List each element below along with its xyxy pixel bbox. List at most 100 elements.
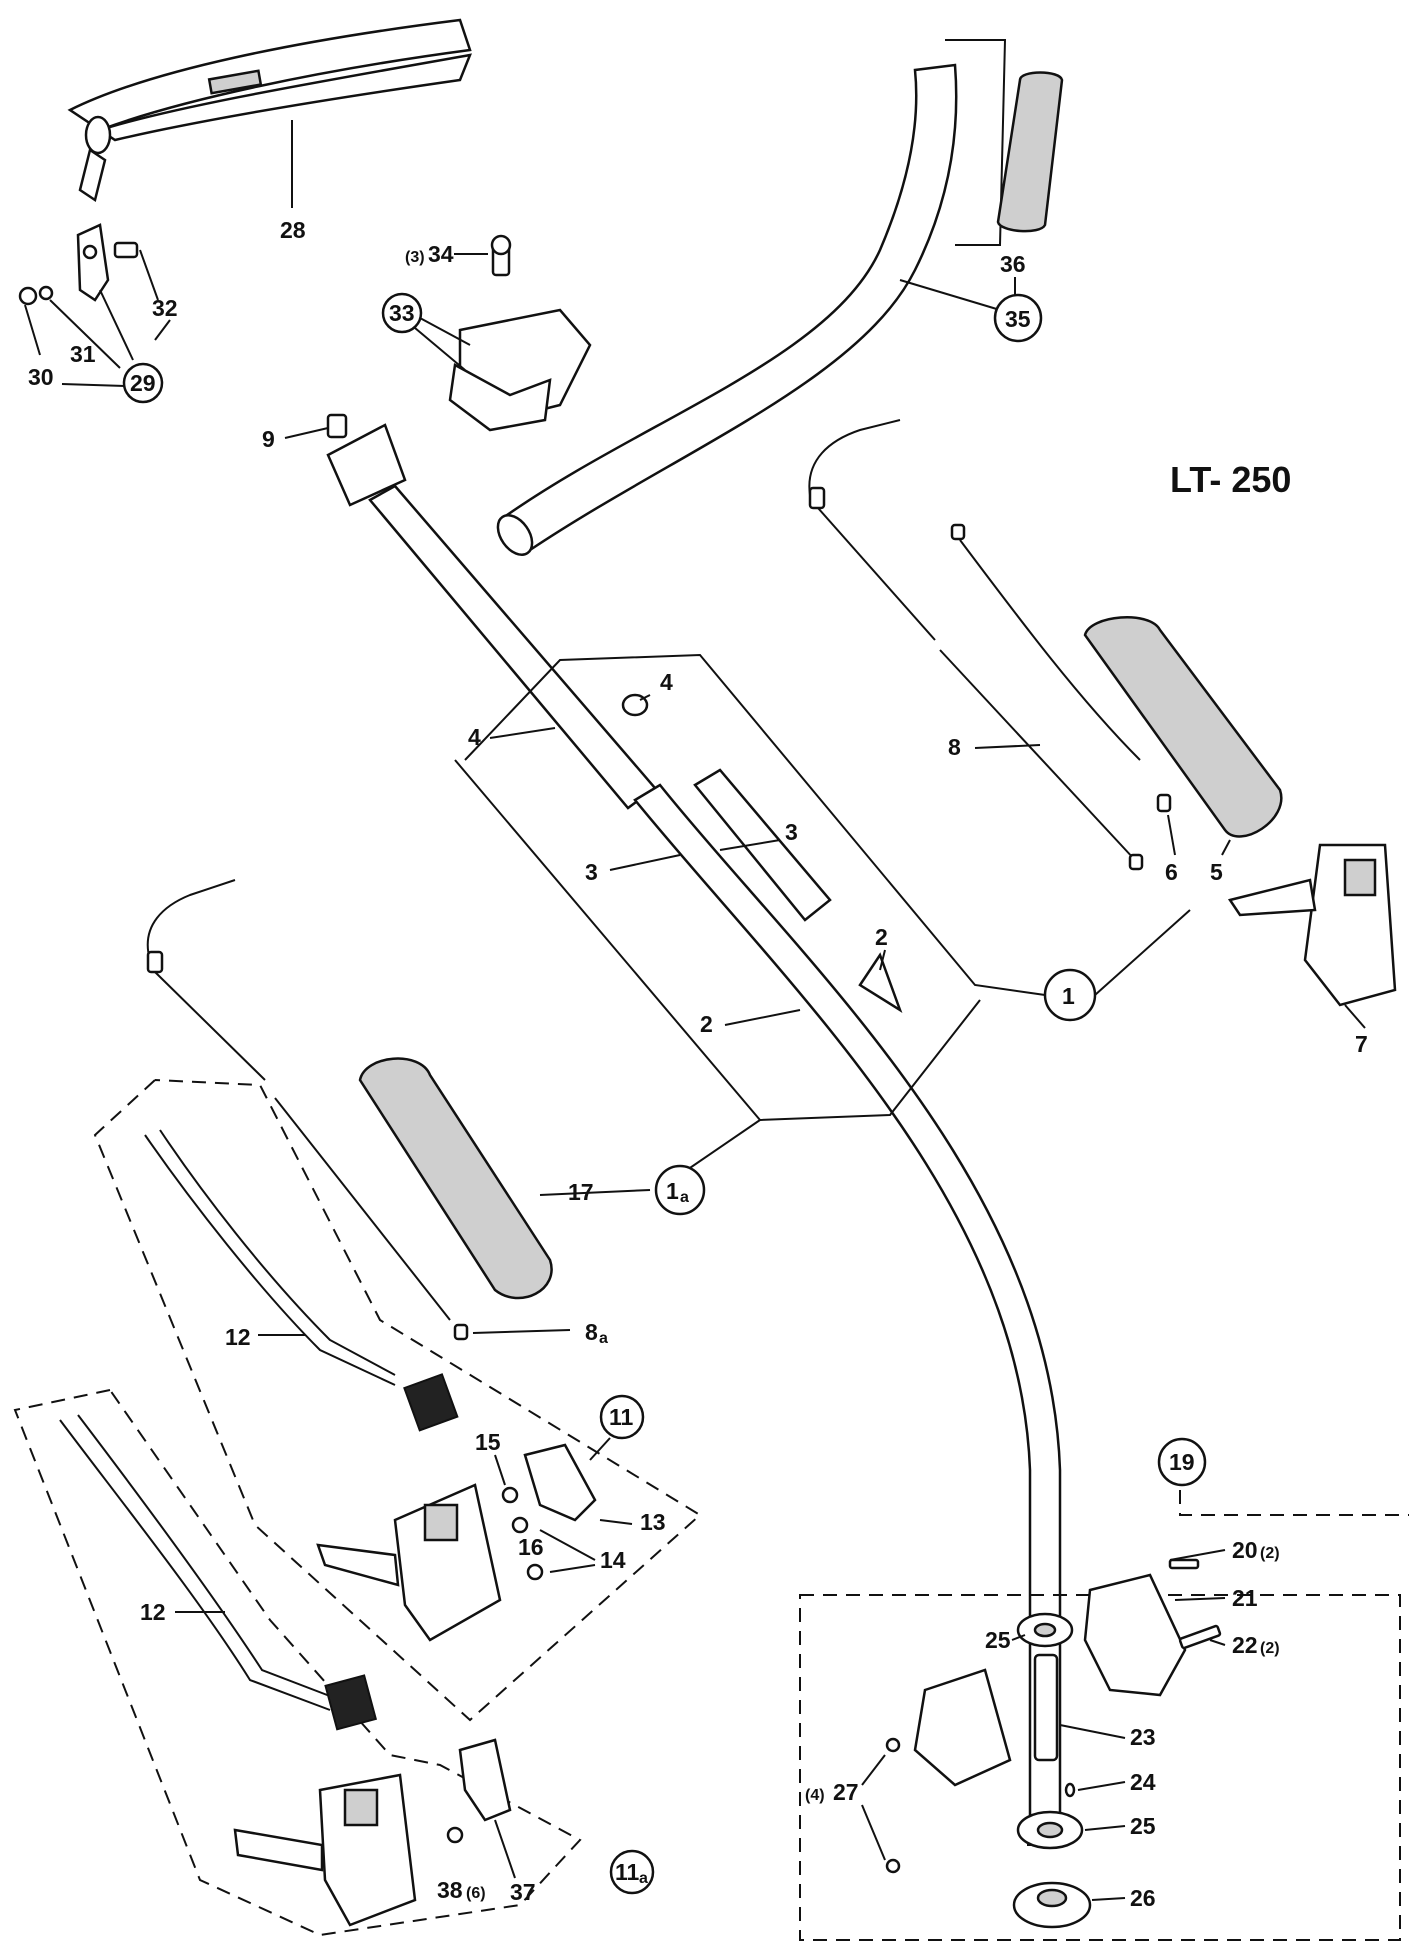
qty-27: (4) bbox=[805, 1787, 825, 1804]
label-1: 1 bbox=[1062, 983, 1075, 1009]
callout-29 bbox=[122, 362, 164, 404]
label-8: 8 bbox=[948, 734, 961, 760]
qty-20: (2) bbox=[1260, 1545, 1280, 1562]
qty-22: (2) bbox=[1260, 1640, 1280, 1657]
leader-15 bbox=[494, 1454, 506, 1486]
model-title: LT- 250 bbox=[1170, 459, 1291, 500]
label-12b: 12 bbox=[140, 1599, 166, 1625]
leader-30b bbox=[61, 383, 126, 387]
leader-25b bbox=[1084, 1825, 1126, 1831]
label-33: 33 bbox=[389, 300, 415, 326]
grip-17-part bbox=[358, 1057, 553, 1300]
bracket-1a-left bbox=[454, 759, 761, 1121]
leader-25a bbox=[1011, 1634, 1026, 1641]
label-4b: 4 bbox=[660, 669, 673, 695]
leader-32b bbox=[154, 319, 171, 341]
label-7: 7 bbox=[1355, 1031, 1368, 1057]
label-11a-sub: a bbox=[639, 1870, 648, 1887]
wire-harness-12b-part bbox=[59, 1414, 378, 1731]
label-8a: 8 bbox=[585, 1319, 598, 1345]
qty-38: (6) bbox=[466, 1885, 486, 1902]
label-16: 16 bbox=[518, 1534, 544, 1560]
label-11: 11 bbox=[609, 1404, 634, 1430]
throttle-housing-11-part bbox=[316, 1443, 597, 1642]
label-31: 31 bbox=[70, 341, 96, 367]
leader-2b bbox=[879, 949, 886, 971]
leader-37 bbox=[494, 1819, 516, 1879]
label-15: 15 bbox=[475, 1429, 501, 1455]
label-1a-sub: a bbox=[680, 1189, 689, 1206]
throttle-cable-8a-part bbox=[146, 879, 469, 1341]
leader-5 bbox=[1221, 839, 1231, 856]
leader-32a bbox=[139, 249, 159, 301]
label-9: 9 bbox=[262, 426, 275, 452]
label-3a: 3 bbox=[585, 859, 598, 885]
strap-hanger-part bbox=[18, 223, 139, 306]
shaft-liner-part bbox=[693, 768, 832, 922]
bracket-1 bbox=[464, 653, 1046, 996]
leader-26 bbox=[1091, 1897, 1126, 1901]
leader-29b bbox=[99, 289, 134, 361]
leader-35 bbox=[899, 279, 1001, 311]
leader-6 bbox=[1167, 814, 1176, 856]
gear-head-part bbox=[885, 1558, 1222, 1929]
leader-24 bbox=[1077, 1781, 1126, 1791]
callout-19 bbox=[1157, 1437, 1207, 1487]
label-17: 17 bbox=[568, 1179, 594, 1205]
leader-4a bbox=[489, 727, 556, 739]
label-34: 34 bbox=[428, 241, 454, 267]
assembly-11-box bbox=[93, 1079, 702, 1722]
leader-14a bbox=[539, 1529, 596, 1561]
leader-2a bbox=[724, 1009, 801, 1026]
callout-35 bbox=[993, 293, 1043, 343]
leader-14b bbox=[549, 1564, 596, 1573]
label-4a: 4 bbox=[468, 724, 481, 750]
lower-shaft-part bbox=[633, 783, 1062, 1837]
label-29: 29 bbox=[130, 370, 156, 396]
leader-22 bbox=[1209, 1639, 1226, 1646]
leader-1-right bbox=[1094, 909, 1191, 996]
label-32: 32 bbox=[152, 295, 178, 321]
leader-13 bbox=[599, 1519, 633, 1525]
qty-34: (3) bbox=[405, 249, 425, 266]
label-3b: 3 bbox=[785, 819, 798, 845]
leader-33a bbox=[419, 317, 471, 346]
label-27: 27 bbox=[833, 1779, 859, 1805]
leader-17 bbox=[539, 1189, 651, 1196]
throttle-cable-8-part bbox=[808, 419, 1144, 871]
handle-clamp-part bbox=[448, 234, 592, 432]
label-21: 21 bbox=[1232, 1585, 1258, 1611]
leader-30 bbox=[24, 304, 41, 356]
callout-1a bbox=[654, 1164, 706, 1216]
handle-bar-part bbox=[498, 63, 958, 552]
leader-23 bbox=[1059, 1724, 1126, 1739]
throttle-housing-11a-part bbox=[233, 1738, 512, 1927]
label-13: 13 bbox=[640, 1509, 666, 1535]
shoulder-strap-part bbox=[67, 18, 472, 203]
leader-21 bbox=[1174, 1597, 1226, 1601]
throttle-housing-7-part bbox=[1227, 843, 1397, 1007]
grip-5-part bbox=[1083, 616, 1283, 838]
label-19: 19 bbox=[1169, 1449, 1195, 1475]
leader-11 bbox=[589, 1437, 611, 1461]
label-12a: 12 bbox=[225, 1324, 251, 1350]
label-37: 37 bbox=[510, 1879, 536, 1905]
label-25a: 25 bbox=[985, 1627, 1011, 1653]
leader-29a bbox=[49, 299, 121, 369]
label-35: 35 bbox=[1005, 306, 1031, 332]
callout-11 bbox=[599, 1394, 645, 1440]
label-36: 36 bbox=[1000, 251, 1026, 277]
label-26: 26 bbox=[1130, 1885, 1156, 1911]
label-8a-sub: a bbox=[599, 1330, 608, 1347]
label-30: 30 bbox=[28, 364, 54, 390]
stop-wire-part bbox=[950, 523, 1172, 813]
leader-3b bbox=[719, 839, 781, 851]
label-23: 23 bbox=[1130, 1724, 1156, 1750]
leader-3a bbox=[609, 854, 681, 871]
leader-20 bbox=[1169, 1549, 1226, 1561]
shaft-cap-part bbox=[858, 952, 903, 1013]
label-2a: 2 bbox=[700, 1011, 713, 1037]
label-20: 20 bbox=[1232, 1537, 1258, 1563]
label-38: 38 bbox=[437, 1877, 463, 1903]
